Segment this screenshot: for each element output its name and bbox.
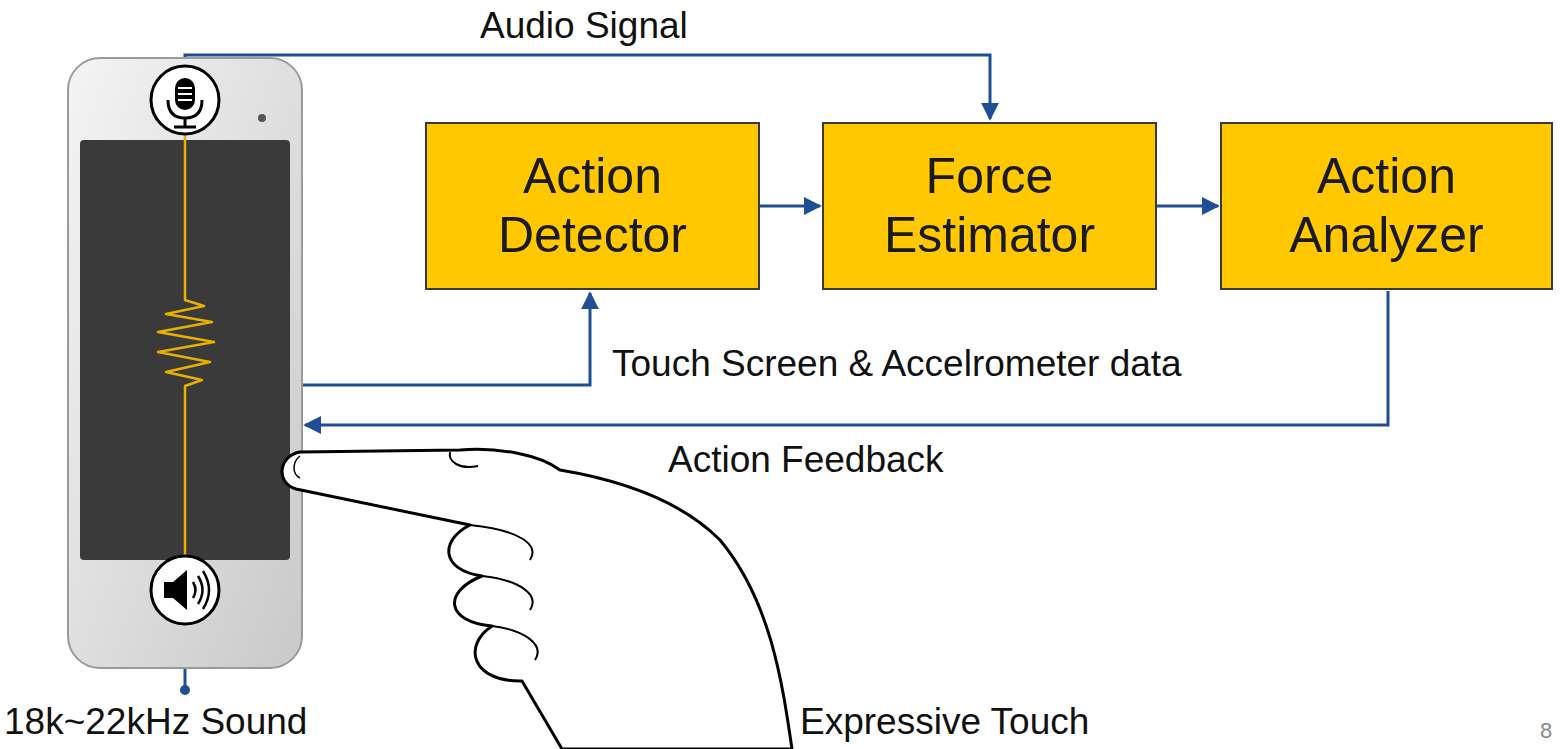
mic-grille: [178, 88, 192, 100]
feedback-wire: [305, 291, 1388, 425]
page-number: 8: [1540, 718, 1552, 744]
sensor-wire: [302, 293, 590, 385]
mic-circle: [151, 66, 219, 134]
mic-stand: [174, 118, 196, 127]
thumb-nail: [450, 452, 478, 467]
speaker-cone: [164, 570, 187, 610]
mic-holder: [168, 100, 202, 118]
flow-arrow: [760, 205, 820, 208]
process-box: Action Analyzer: [1220, 122, 1553, 290]
audio-wire: [185, 55, 990, 119]
sound-waves: [193, 571, 209, 609]
mic-capsule: [175, 78, 195, 110]
signal-label: Touch Screen & Accelrometer data: [612, 342, 1182, 386]
signal-label: 18k~22kHz Sound: [4, 700, 307, 744]
pointing-hand: [282, 449, 792, 749]
signal-label: Action Feedback: [668, 438, 944, 482]
process-box: Action Detector: [425, 122, 760, 290]
phone-camera: [258, 114, 266, 122]
finger-creases: [470, 525, 538, 660]
phone-body: [68, 58, 302, 668]
speaker-icon: [164, 570, 209, 610]
signal-label: Audio Signal: [480, 4, 688, 48]
finger-nail: [294, 456, 300, 478]
box-label: Action Analyzer: [1236, 147, 1537, 265]
mic-icon: [168, 78, 202, 127]
hand-outline: [282, 449, 792, 749]
smartphone: [68, 58, 302, 668]
flow-arrow: [1157, 205, 1218, 208]
box-label: Force Estimator: [838, 147, 1141, 265]
signal-wires: [185, 55, 1388, 688]
box-label: Action Detector: [441, 147, 744, 265]
process-box: Force Estimator: [822, 122, 1157, 290]
signal-label: Expressive Touch: [800, 700, 1089, 744]
waveform: [158, 134, 214, 556]
input-dot: [180, 685, 190, 695]
speaker-circle: [151, 556, 219, 624]
